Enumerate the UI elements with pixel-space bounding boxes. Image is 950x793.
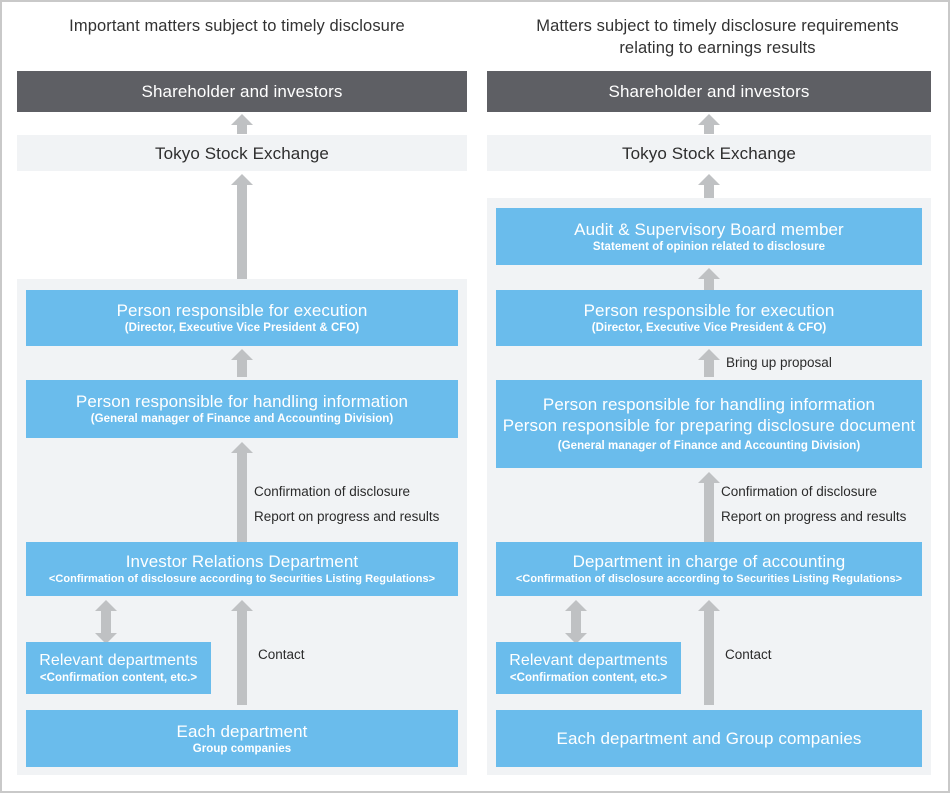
left-ir-department-subtitle: <Confirmation of disclosure according to…: [48, 573, 436, 585]
left-relevant-departments-subtitle: <Confirmation content, etc.>: [39, 672, 198, 684]
right-arrow-audit-to-exchange: [697, 174, 721, 198]
right-execution-title: Person responsible for execution: [583, 301, 835, 320]
left-relevant-departments-box: Relevant departments <Confirmation conte…: [26, 642, 211, 694]
left-ir-department-box: Investor Relations Department <Confirmat…: [26, 542, 458, 596]
right-audit-board-box: Audit & Supervisory Board member Stateme…: [496, 208, 922, 265]
right-arrow-exchange-to-shareholders: [697, 114, 721, 134]
right-label-confirmation: Confirmation of disclosure: [721, 484, 878, 499]
left-execution-box: Person responsible for execution (Direct…: [26, 290, 458, 346]
right-arrow-each-department-to-accounting: [697, 600, 721, 705]
right-label-report: Report on progress and results: [721, 509, 907, 524]
left-shareholders-label: Shareholder and investors: [141, 82, 343, 101]
left-label-contact: Contact: [258, 647, 305, 662]
left-arrow-ir-relevant-bidirectional: [94, 600, 118, 644]
right-panel-title-line1: Matters subject to timely disclosure req…: [536, 17, 899, 35]
right-handling-box: Person responsible for handling informat…: [496, 380, 922, 468]
right-audit-board-title: Audit & Supervisory Board member: [574, 219, 844, 239]
right-label-bring-up-proposal: Bring up proposal: [726, 355, 832, 370]
left-arrow-ir-to-handling: [230, 442, 254, 542]
right-each-department-box: Each department and Group companies: [496, 710, 922, 767]
left-each-department-title: Each department: [176, 721, 308, 741]
left-arrow-each-department-to-ir: [230, 600, 254, 705]
right-handling-title-line1: Person responsible for handling informat…: [542, 395, 876, 414]
right-arrow-execution-to-audit: [697, 268, 721, 290]
right-handling-subtitle: (General manager of Finance and Accounti…: [557, 440, 861, 452]
left-panel: Important matters subject to timely disc…: [2, 2, 472, 791]
left-arrow-handling-to-execution: [230, 349, 254, 377]
right-panel: Matters subject to timely disclosure req…: [483, 2, 948, 791]
right-relevant-departments-subtitle: <Confirmation content, etc.>: [509, 672, 668, 684]
left-panel-title: Important matters subject to timely disc…: [69, 17, 405, 35]
left-exchange-box: Tokyo Stock Exchange: [17, 135, 467, 171]
left-each-department-subtitle: Group companies: [192, 742, 292, 755]
right-panel-title-line2: relating to earnings results: [619, 39, 816, 57]
right-panel-title: Matters subject to timely disclosure req…: [483, 15, 948, 59]
right-relevant-departments-box: Relevant departments <Confirmation conte…: [496, 642, 681, 694]
right-arrow-handling-to-execution: [697, 349, 721, 377]
left-handling-subtitle: (General manager of Finance and Accounti…: [90, 413, 394, 425]
right-audit-board-subtitle: Statement of opinion related to disclosu…: [592, 240, 826, 253]
right-execution-box: Person responsible for execution (Direct…: [496, 290, 922, 346]
left-relevant-departments-title: Relevant departments: [39, 652, 198, 669]
left-label-report: Report on progress and results: [254, 509, 440, 524]
right-arrow-accounting-to-handling: [697, 472, 721, 542]
right-accounting-department-title: Department in charge of accounting: [572, 552, 846, 571]
left-arrow-exchange-to-shareholders: [230, 114, 254, 134]
left-arrow-execution-to-exchange: [230, 174, 254, 284]
right-execution-subtitle: (Director, Executive Vice President & CF…: [591, 322, 827, 334]
right-relevant-departments-title: Relevant departments: [509, 652, 668, 669]
left-execution-title: Person responsible for execution: [116, 301, 368, 320]
left-handling-title: Person responsible for handling informat…: [75, 392, 409, 411]
right-shareholders-box: Shareholder and investors: [487, 71, 931, 112]
right-accounting-department-box: Department in charge of accounting <Conf…: [496, 542, 922, 596]
left-ir-department-title: Investor Relations Department: [125, 552, 359, 571]
right-arrow-accounting-relevant-bidirectional: [564, 600, 588, 644]
right-shareholders-label: Shareholder and investors: [608, 82, 810, 101]
right-exchange-box: Tokyo Stock Exchange: [487, 135, 931, 171]
left-execution-subtitle: (Director, Executive Vice President & CF…: [124, 322, 360, 334]
right-each-department-title: Each department and Group companies: [556, 729, 862, 748]
left-handling-box: Person responsible for handling informat…: [26, 380, 458, 438]
left-label-confirmation: Confirmation of disclosure: [254, 484, 411, 499]
right-handling-title-line2: Person responsible for preparing disclos…: [502, 416, 916, 435]
right-accounting-department-subtitle: <Confirmation of disclosure according to…: [515, 573, 903, 585]
right-label-contact: Contact: [725, 647, 772, 662]
left-exchange-label: Tokyo Stock Exchange: [155, 143, 329, 163]
left-each-department-box: Each department Group companies: [26, 710, 458, 767]
left-shareholders-box: Shareholder and investors: [17, 71, 467, 112]
right-exchange-label: Tokyo Stock Exchange: [622, 143, 796, 163]
